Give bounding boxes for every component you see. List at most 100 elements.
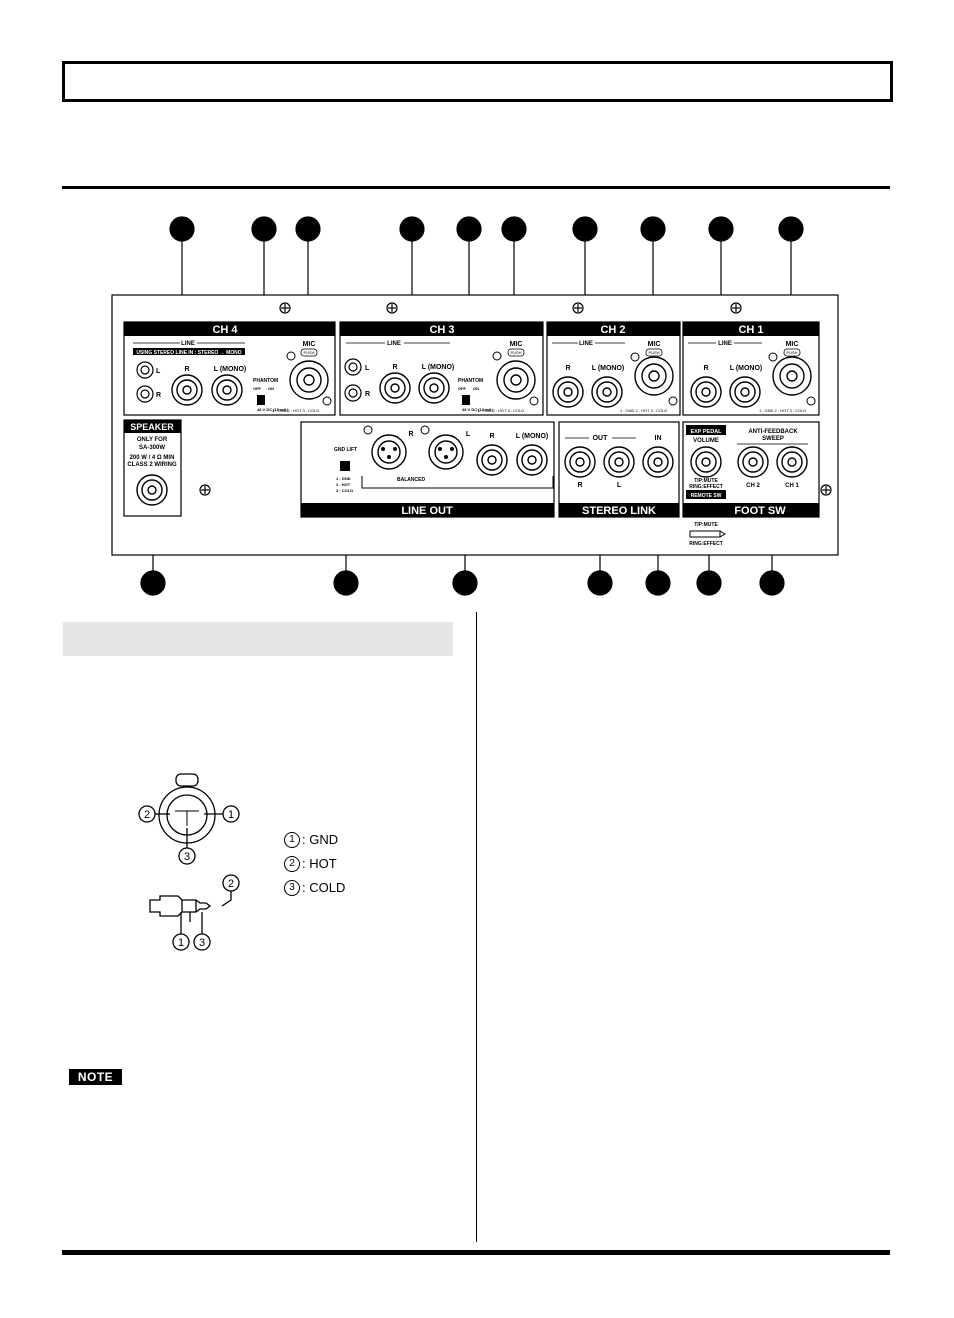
plug-tip-mute: TIP:MUTE [694, 522, 718, 528]
footsw-ch2-label: CH 2 [746, 483, 760, 489]
plug-pin-2: 2 [228, 878, 234, 890]
ch4-pin-legend: 1 : GND 2 : HOT 3 : COLD [272, 408, 319, 413]
phantom-switches [257, 395, 470, 405]
ch1-line-r: R [703, 365, 708, 372]
pin-legend-row: 1 : GND [284, 828, 345, 852]
link-l-label: L [617, 482, 622, 489]
ch2-pin-legend: 1 : GND 2 : HOT 3 : COLD [620, 408, 667, 413]
ch4-phantom-label: PHANTOM [253, 378, 278, 384]
legend-num-1: 1 [284, 832, 300, 848]
rear-panel-diagram: CH 4 CH 3 CH 2 CH 1 LINE LINE LINE LINE … [111, 216, 839, 596]
sweep-label: SWEEP [762, 436, 784, 442]
ch3-push-label: PUSH [510, 350, 521, 355]
speaker-title: SPEAKER [130, 422, 174, 432]
volume-label: VOLUME [693, 438, 719, 444]
ch4-mic-label: MIC [303, 341, 316, 348]
xlr-outputs [371, 434, 464, 470]
gnd-pin-3: 3 : COLD [336, 488, 353, 493]
ch1-label: CH 1 [738, 324, 763, 336]
ch3-line-r: R [392, 364, 397, 371]
ch2-label: CH 2 [600, 324, 625, 336]
mic-screws [286, 351, 816, 406]
speaker-only: ONLY FOR [137, 437, 168, 443]
ch3-line-lmono: L (MONO) [422, 364, 455, 371]
ch4-line-label: LINE [181, 341, 195, 347]
in-label: IN [655, 435, 662, 442]
xlr-r-label: R [408, 431, 413, 438]
xlr-pins [381, 447, 454, 459]
ch3-r-label: R [365, 391, 370, 398]
ch4-r-label: R [156, 392, 161, 399]
speaker-jack [136, 474, 168, 506]
ch1-pin-legend: 1 : GND 2 : HOT 3 : COLD [759, 408, 806, 413]
header-box [62, 61, 893, 102]
callout-markers-bottom [140, 480, 785, 596]
ch1-push-label: PUSH [786, 350, 797, 355]
ch2-line-r: R [565, 365, 570, 372]
tip-mute-label: TIP:MUTE [694, 478, 718, 484]
jack-pin-3: 3 [184, 851, 190, 863]
ch3-line-label: LINE [387, 341, 401, 347]
ch4-label: CH 4 [212, 324, 238, 336]
ch3-phantom-spec: 48 V DC (10 mA) [462, 407, 494, 412]
ch3-phantom-label: PHANTOM [458, 378, 483, 384]
column-divider [476, 612, 477, 1242]
lineout-r-label: R [489, 433, 494, 440]
foot-sw-jacks [690, 446, 808, 478]
ch4-phantom-spec: 48 V DC (10 mA) [257, 407, 289, 412]
ch2-line-label: LINE [579, 341, 593, 347]
legend-num-2: 2 [284, 856, 300, 872]
pin-legend-row: 3 : COLD [284, 876, 345, 900]
ch4-line-lmono: L (MONO) [214, 366, 247, 373]
ch3-phantom-off: OFF [458, 386, 467, 391]
footsw-ch1-label: CH 1 [785, 483, 799, 489]
out-label: OUT [593, 435, 609, 442]
section-heading-bar [63, 622, 453, 656]
plug-pin-1: 1 [178, 937, 184, 949]
line-out-label: LINE OUT [401, 505, 453, 517]
ch4-line-r: R [184, 366, 189, 373]
speaker-model: SA-300W [139, 445, 165, 451]
plug-ring-effect: RING:EFFECT [689, 541, 723, 547]
note-badge: NOTE [69, 1069, 122, 1085]
remote-sw-label: REMOTE SW [691, 493, 722, 499]
xlr-l-label: L [466, 431, 471, 438]
ring-effect-label: RING:EFFECT [689, 484, 723, 490]
ch4-push-label: PUSH [303, 350, 314, 355]
callout-markers-top [169, 216, 804, 385]
ch3-mic-label: MIC [510, 341, 523, 348]
jack-pin-2: 2 [144, 809, 150, 821]
ch1-line-lmono: L (MONO) [730, 365, 763, 372]
channel-headers [124, 322, 819, 336]
ch3-l-label: L [365, 365, 370, 372]
link-r-label: R [577, 482, 582, 489]
legend-text-2: : HOT [302, 856, 337, 871]
xlr-screws [363, 425, 430, 435]
foot-sw-label: FOOT SW [734, 505, 786, 517]
speaker-spec1: 200 W / 4 Ω MIN [130, 455, 175, 461]
bottom-rule [62, 1250, 890, 1255]
pin-legend-row: 2 : HOT [284, 852, 345, 876]
legend-text-3: : COLD [302, 880, 346, 895]
ch1-mic-label: MIC [786, 341, 799, 348]
ch3-pin-legend: 1 : GND 2 : HOT 3 : COLD [477, 408, 524, 413]
stereo-link-jacks [564, 446, 674, 478]
ch4-l-label: L [156, 368, 161, 375]
top-rule [62, 186, 890, 189]
gnd-lift-label: GND LIFT [334, 447, 357, 453]
legend-num-3: 3 [284, 880, 300, 896]
line-jacks [171, 372, 761, 408]
jack-pin-1: 1 [228, 809, 234, 821]
plug-icon [689, 530, 726, 538]
exp-pedal-label: EXP PEDAL [690, 429, 722, 435]
ch3-phantom-on: ON [473, 386, 479, 391]
wiring-diagram: 2 1 3 2 1 3 [138, 773, 240, 951]
gnd-pin-2: 2 : HOT [336, 482, 351, 487]
stereo-link-label: STEREO LINK [582, 505, 656, 517]
gnd-pin-1: 1 : GND [336, 476, 351, 481]
mic-combo-jacks [289, 356, 812, 400]
speaker-spec2: CLASS 2 WIRING [127, 462, 177, 468]
legend-text-1: : GND [302, 832, 339, 847]
lineout-lmono-label: L (MONO) [516, 433, 549, 440]
ch1-line-label: LINE [718, 341, 732, 347]
